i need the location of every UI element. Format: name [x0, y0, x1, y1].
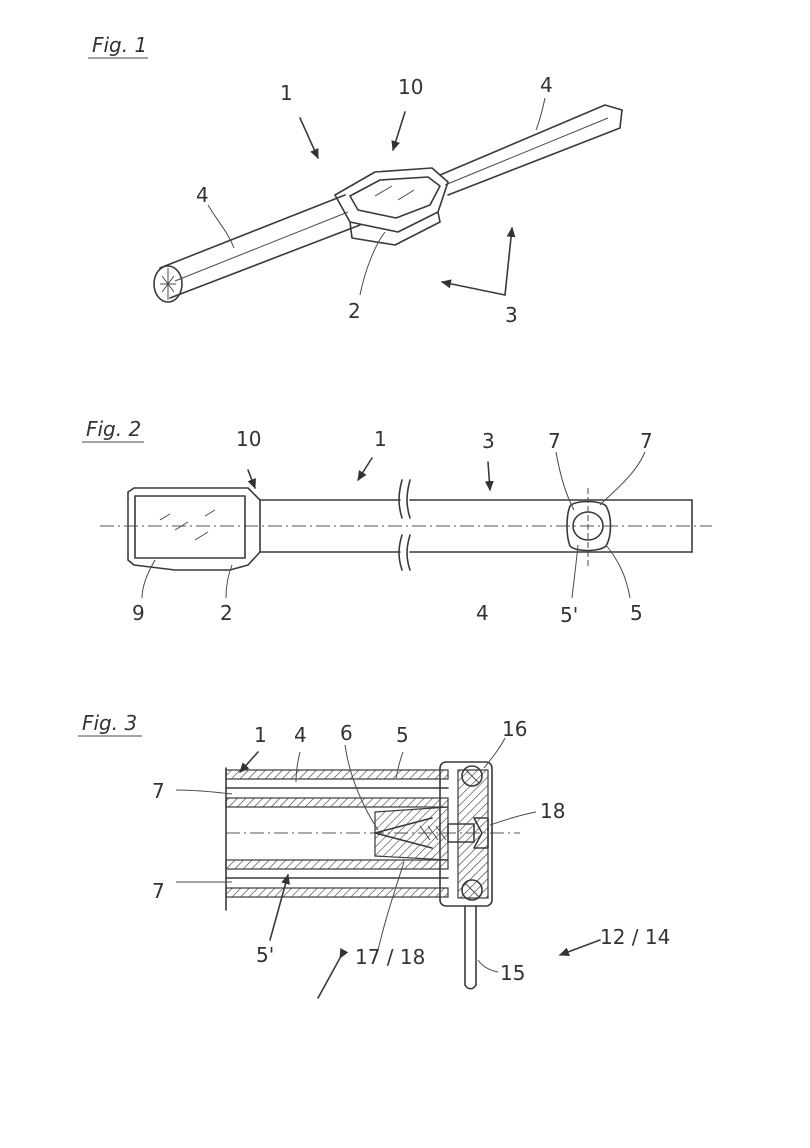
- left-handle-top-edge: [159, 194, 346, 269]
- screw-head: [473, 817, 489, 849]
- arrow-1: [299, 117, 319, 160]
- left-handle-bottom-edge: [169, 224, 361, 299]
- label-7-right: 7: [640, 429, 653, 453]
- figure-2: Fig. 2 1: [82, 417, 712, 627]
- arrow-3: [484, 461, 494, 492]
- tube-wall-bottom-inner: [225, 859, 449, 870]
- display-window: [349, 176, 441, 219]
- leader-2: [359, 231, 386, 296]
- cone-insert: [374, 806, 449, 861]
- leader-9: [141, 559, 156, 599]
- display-glare: [159, 509, 216, 541]
- figure-1: Fig. 1 1 10 4 4: [88, 33, 623, 327]
- figure-1-title: Fig. 1: [92, 33, 147, 57]
- leader-7-right: [599, 451, 646, 506]
- leader-5: [395, 751, 404, 779]
- arrow-1: [239, 751, 259, 773]
- label-16: 16: [502, 717, 527, 741]
- stem-end: [464, 984, 477, 990]
- right-handle-bottom-edge: [447, 109, 623, 196]
- head-outline: [127, 487, 261, 571]
- label-5-prime: 5': [560, 603, 578, 627]
- label-5: 5: [396, 723, 409, 747]
- label-12-14: 12 / 14: [600, 925, 670, 949]
- label-15: 15: [500, 961, 525, 985]
- coord-arrow-up: [504, 226, 516, 296]
- view-arrow: [317, 947, 349, 999]
- o-ring-bottom: [461, 879, 483, 901]
- label-10: 10: [398, 75, 423, 99]
- label-4-left: 4: [196, 183, 209, 207]
- label-3: 3: [482, 429, 495, 453]
- leader-17-18: [377, 861, 405, 951]
- leader-5: [605, 544, 631, 599]
- label-18: 18: [540, 799, 565, 823]
- leader-4-left: [207, 204, 235, 249]
- figure-3: Fig. 3: [78, 711, 670, 999]
- right-handle-top-edge: [439, 104, 623, 176]
- figure-2-title: Fig. 2: [86, 417, 141, 441]
- head-display: [134, 495, 246, 559]
- leader-4: [295, 751, 301, 783]
- o-ring-hatch: [464, 768, 480, 898]
- coord-arrow-left: [440, 279, 506, 296]
- arrow-1: [357, 457, 373, 481]
- label-5-prime: 5': [256, 943, 274, 967]
- arrow-5-prime: [269, 873, 290, 941]
- arrow-10: [247, 469, 256, 490]
- tube-wall-top-outer: [225, 769, 449, 780]
- arrow-10: [391, 111, 406, 152]
- left-handle-face-line: [174, 211, 349, 282]
- leader-15: [477, 959, 499, 973]
- label-3: 3: [505, 303, 518, 327]
- figure-3-title: Fig. 3: [82, 711, 137, 735]
- label-7-left: 7: [548, 429, 561, 453]
- right-handle-face-line: [444, 117, 609, 186]
- end-cap-wall: [457, 769, 489, 899]
- tube-wall-top-inner: [225, 797, 449, 808]
- label-9: 9: [132, 601, 145, 625]
- handle-end-socket: [153, 265, 183, 303]
- leader-18: [489, 811, 537, 826]
- leader-7-left: [555, 451, 575, 511]
- central-body-outline: [334, 167, 449, 233]
- label-2: 2: [220, 601, 233, 625]
- leader-6: [344, 744, 379, 831]
- label-4: 4: [476, 601, 489, 625]
- label-17-18: 17 / 18: [355, 945, 425, 969]
- label-7-top: 7: [152, 779, 165, 803]
- leader-2: [225, 564, 233, 599]
- break-mark-top: [398, 479, 411, 519]
- label-1: 1: [374, 427, 387, 451]
- label-7-bottom: 7: [152, 879, 165, 903]
- clamp-body: [566, 500, 612, 552]
- label-6: 6: [340, 721, 353, 745]
- label-10: 10: [236, 427, 261, 451]
- label-2: 2: [348, 299, 361, 323]
- leader-4-right: [535, 97, 546, 131]
- break-mark-bottom: [398, 534, 411, 571]
- label-4: 4: [294, 723, 307, 747]
- display-glare: [374, 185, 415, 201]
- clamp-cross-section: [225, 761, 520, 990]
- arrow-12-14: [558, 939, 601, 957]
- leader-16: [483, 737, 506, 769]
- o-ring-top: [461, 765, 483, 787]
- leader-5-prime: [571, 544, 579, 599]
- central-body-base: [349, 211, 441, 246]
- screw-thread: [419, 825, 447, 841]
- tap-wrench-perspective: [153, 104, 623, 303]
- end-cap: [439, 761, 493, 907]
- tap-wrench-top-view: [127, 479, 693, 571]
- socket-detail-icon: [160, 268, 176, 300]
- label-1: 1: [254, 723, 267, 747]
- label-1: 1: [280, 81, 293, 105]
- cone-taper-lines: [374, 817, 433, 849]
- label-4-right: 4: [540, 73, 553, 97]
- tube-wall-bottom-outer: [225, 887, 449, 898]
- label-5: 5: [630, 601, 643, 625]
- leader-7-top: [175, 789, 233, 795]
